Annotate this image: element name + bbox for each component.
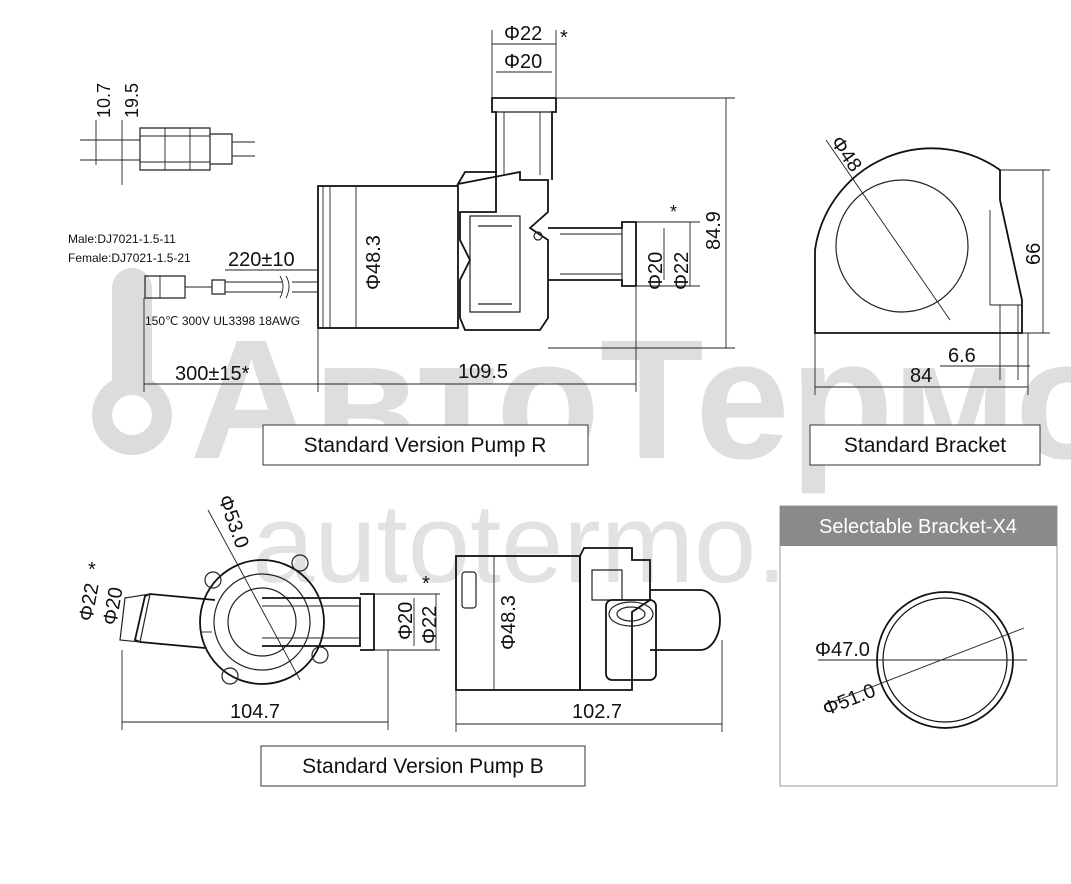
pump-r-inlet-dim-1: Φ20 bbox=[645, 252, 667, 290]
bracket-hole-dim: Φ48 bbox=[826, 132, 866, 176]
selectable-inner-dim: Φ47.0 bbox=[815, 639, 870, 661]
pump-r-caption-box: Standard Version Pump R bbox=[262, 424, 589, 466]
bracket-height-dim: 66 bbox=[1023, 243, 1045, 265]
pump-r-outlet-inner-dim: Φ20 bbox=[504, 51, 542, 73]
pump-b-star-right: * bbox=[422, 573, 430, 595]
pump-b-left-dim-2: Φ20 bbox=[99, 585, 127, 626]
bracket-drawing bbox=[814, 139, 1050, 395]
pump-r-length-dim: 109.5 bbox=[458, 361, 508, 383]
pump-r-star-top: * bbox=[560, 27, 568, 49]
selectable-title: Selectable Bracket-X4 bbox=[819, 516, 1017, 538]
pump-r-drawing bbox=[80, 30, 735, 392]
pump-r-lead-dim: 220±10 bbox=[228, 249, 295, 271]
pump-b-caption: Standard Version Pump B bbox=[302, 755, 544, 778]
pump-r-female-label: Female:DJ7021-1.5-21 bbox=[68, 251, 191, 265]
selectable-bracket-panel: Selectable Bracket-X4 bbox=[779, 505, 1058, 787]
pump-r-body-dim: Φ48.3 bbox=[363, 235, 385, 290]
selectable-header bbox=[780, 506, 1057, 546]
pump-b-caption-box: Standard Version Pump B bbox=[260, 745, 586, 787]
pump-b-width-dim: 104.7 bbox=[230, 701, 280, 723]
pump-b-right-dim-2: Φ22 bbox=[419, 606, 441, 644]
thermometer-logo-icon bbox=[92, 268, 172, 455]
pump-b-side-width-dim: 102.7 bbox=[572, 701, 622, 723]
pump-r-connector-dim-2: 19.5 bbox=[122, 83, 142, 118]
pump-b-right-dim-1: Φ20 bbox=[395, 602, 417, 640]
pump-b-left-dim-1: Φ22 bbox=[75, 581, 103, 622]
pump-b-side-drawing bbox=[455, 547, 723, 732]
pump-r-star-inlet: * bbox=[670, 202, 677, 222]
pump-r-outlet-outer-dim: Φ22 bbox=[504, 23, 542, 45]
pump-r-inlet-dim-2: Φ22 bbox=[671, 252, 693, 290]
pump-r-connector-dim-1: 10.7 bbox=[94, 83, 114, 118]
bracket-foot-dim: 6.6 bbox=[948, 345, 976, 367]
bracket-caption-box: Standard Bracket bbox=[809, 424, 1041, 466]
pump-r-caption: Standard Version Pump R bbox=[304, 434, 547, 457]
bracket-width-dim: 84 bbox=[910, 365, 932, 387]
pump-b-front-drawing bbox=[119, 509, 440, 730]
pump-r-cable-dim: 300±15* bbox=[175, 363, 250, 385]
bracket-caption: Standard Bracket bbox=[844, 434, 1006, 457]
pump-b-star-left: * bbox=[88, 559, 96, 581]
pump-b-side-body-dim: Φ48.3 bbox=[498, 595, 520, 650]
pump-r-wire-spec: 150℃ 300V UL3398 18AWG bbox=[145, 314, 300, 328]
pump-r-male-label: Male:DJ7021-1.5-11 bbox=[68, 232, 176, 246]
pump-b-flange-dim: Φ53.0 bbox=[213, 492, 252, 551]
pump-r-height-dim: 84.9 bbox=[703, 211, 725, 250]
